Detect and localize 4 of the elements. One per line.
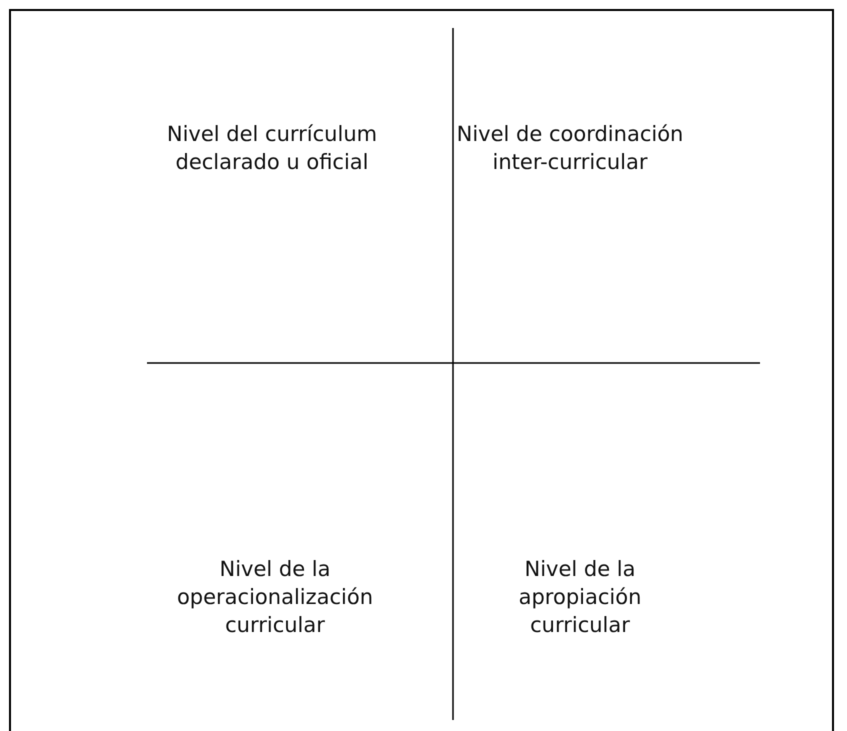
quadrant-label: Nivel de la apropiación curricular [518, 556, 642, 639]
quadrant-label: Nivel del currículum declarado u oficial [166, 121, 378, 176]
quadrant-label: Nivel de la operacionalización curricular [176, 556, 374, 639]
quadrant-label: Nivel de coordinación inter-curricular [456, 121, 684, 176]
